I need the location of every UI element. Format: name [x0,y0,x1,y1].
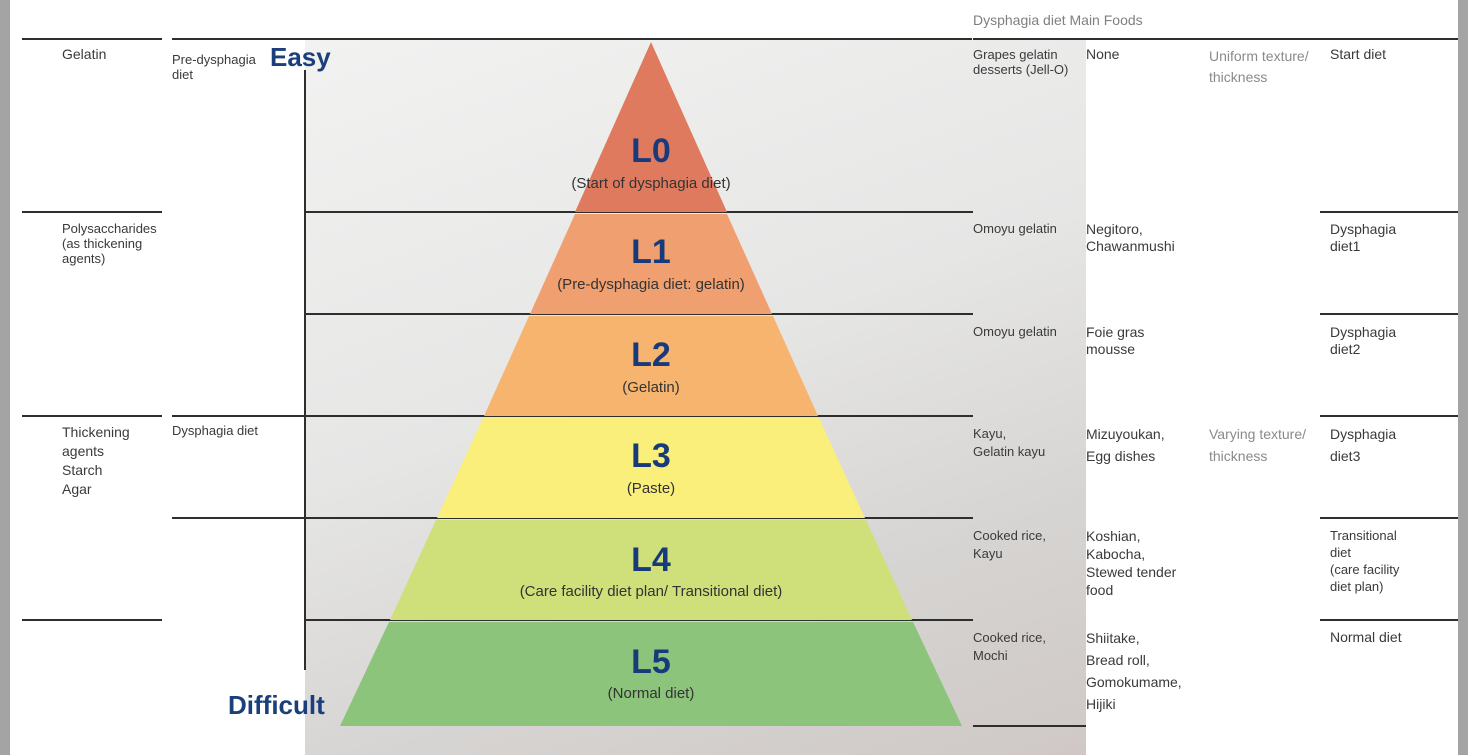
level-code-l3: L3 [631,437,671,475]
row-divider [172,38,972,40]
diet-l4: Transitional diet (care facility diet pl… [1330,528,1400,594]
axis-line [304,70,306,670]
category-thickening: Thickening agents Starch Agar [62,424,130,497]
level-code-l2: L2 [631,336,671,374]
diet-l3: Dysphagia diet3 [1330,426,1397,464]
staple-l5: Cooked rice, Mochi [973,630,1046,663]
dishes-l3: Mizuyoukan, Egg dishes [1086,426,1165,464]
level-desc-l5: (Normal diet) [607,685,695,702]
dishes-l0: None [1086,46,1120,62]
row-divider [22,211,162,213]
category-polysaccharides: Polysaccharides (as thickening agents) [62,221,157,266]
diet-l1: Dysphagia diet1 [1330,221,1397,254]
pyramid-l4 [390,520,912,620]
row-divider [22,415,162,417]
difficult-label: Difficult [228,690,325,720]
pyramid-l1 [530,214,772,314]
diet-l5: Normal diet [1330,629,1402,645]
texture-uniform: Uniform texture/ thickness [1209,48,1309,85]
level-desc-l4: (Care facility diet plan/ Transitional d… [519,583,783,600]
easy-label: Easy [270,42,331,72]
staple-l2: Omoyu gelatin [973,324,1057,339]
level-desc-l2: (Gelatin) [622,379,680,396]
level-desc-l0: (Start of dysphagia diet) [571,175,731,192]
staple-l0: Grapes gelatin desserts (Jell-O) [973,47,1069,77]
header-area [305,0,1086,40]
row-divider [1320,211,1458,213]
row-divider [973,38,1458,40]
row-divider [172,517,305,519]
pyramid-l3 [437,418,865,518]
level-code-l1: L1 [631,233,671,271]
staple-l3: Kayu, Gelatin kayu [973,426,1046,459]
main-foods-header: Dysphagia diet Main Foods [973,12,1143,28]
diet-l0: Start diet [1330,46,1387,62]
category-gelatin: Gelatin [62,46,107,62]
dishes-l5: Shiitake, Bread roll, Gomokumame, Hijiki [1086,630,1182,712]
row-divider [172,415,305,417]
row-divider [1320,415,1458,417]
right-border [1458,0,1468,755]
level-code-l0: L0 [631,132,671,170]
dishes-l2: Foie gras mousse [1086,324,1145,357]
diet-type-dysphagia: Dysphagia diet [172,423,258,438]
row-divider [22,38,162,40]
row-divider [973,725,1086,727]
diet-type-pre: Pre-dysphagia diet [172,52,256,82]
staple-l1: Omoyu gelatin [973,221,1057,236]
dishes-l1: Negitoro, Chawanmushi [1086,221,1175,254]
staple-l4: Cooked rice, Kayu [973,528,1046,561]
pyramid-l5 [340,622,962,726]
level-code-l4: L4 [631,541,671,579]
row-divider [1320,517,1458,519]
row-divider [1320,313,1458,315]
dishes-l4: Koshian, Kabocha, Stewed tender food [1086,528,1177,598]
level-code-l5: L5 [631,643,671,681]
row-divider [1320,619,1458,621]
texture-varying: Varying texture/ thickness [1209,426,1307,464]
left-border [0,0,10,755]
level-desc-l3: (Paste) [626,480,676,497]
pyramid-l0 [575,42,727,212]
level-desc-l1: (Pre-dysphagia diet: gelatin) [557,276,745,293]
pyramid-l2 [484,316,818,416]
row-divider [22,619,162,621]
diet-l2: Dysphagia diet2 [1330,324,1397,357]
